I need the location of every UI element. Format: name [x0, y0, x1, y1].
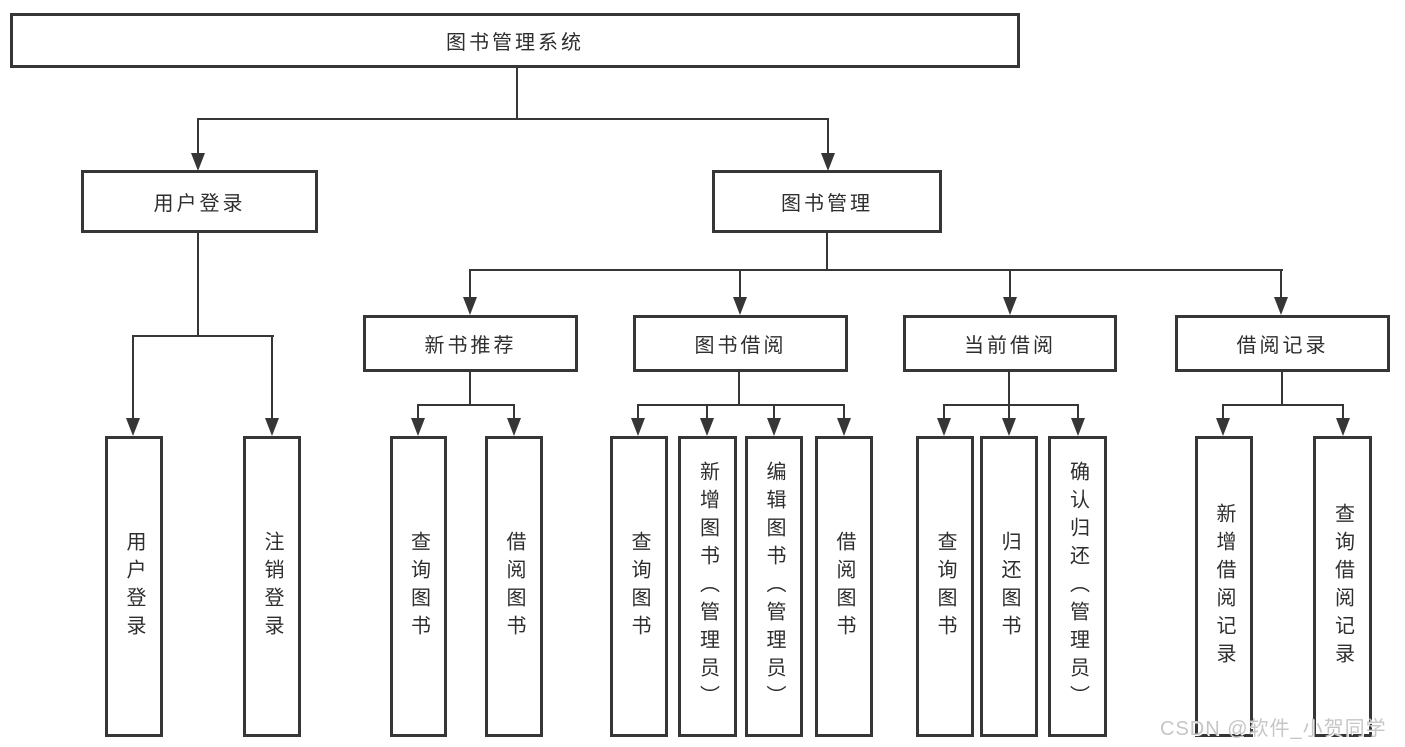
- connector-line: [637, 404, 639, 419]
- leaf-borrow-books-2: 借阅图书: [815, 436, 873, 737]
- connector-line: [1281, 372, 1283, 406]
- arrow-down-icon: [191, 153, 205, 171]
- leaf-borrow-books-2-label: 借阅图书: [833, 530, 855, 643]
- arrow-down-icon: [1003, 297, 1017, 315]
- leaf-return-book: 归还图书: [980, 436, 1038, 737]
- node-book-management-label: 图书管理: [781, 193, 873, 215]
- leaf-add-borrow-record: 新增借阅记录: [1195, 436, 1253, 737]
- connector-line: [469, 269, 471, 298]
- connector-line: [943, 404, 1079, 406]
- node-book-management: 图书管理: [712, 170, 942, 233]
- leaf-query-books-3: 查询图书: [916, 436, 974, 737]
- leaf-borrow-books-1: 借阅图书: [485, 436, 543, 737]
- leaf-return-book-label: 归还图书: [998, 530, 1020, 643]
- node-borrow-records: 借阅记录: [1175, 315, 1390, 372]
- arrow-down-icon: [507, 418, 521, 436]
- connector-line: [469, 372, 471, 406]
- connector-line: [469, 269, 1283, 271]
- connector-line: [706, 404, 708, 419]
- node-current-borrow: 当前借阅: [903, 315, 1117, 372]
- node-root: 图书管理系统: [10, 13, 1020, 68]
- connector-line: [516, 68, 518, 119]
- node-book-borrow: 图书借阅: [633, 315, 848, 372]
- node-borrow-records-label: 借阅记录: [1236, 335, 1329, 357]
- connector-line: [827, 118, 829, 154]
- connector-line: [1008, 404, 1010, 419]
- leaf-edit-book-admin: 编辑图书（管理员）: [745, 436, 803, 737]
- arrow-down-icon: [821, 153, 835, 171]
- leaf-user-login: 用户登录: [105, 436, 163, 737]
- arrow-down-icon: [265, 418, 279, 436]
- connector-line: [1342, 404, 1344, 419]
- leaf-edit-book-admin-label: 编辑图书（管理员）: [763, 460, 785, 713]
- arrow-down-icon: [1274, 297, 1288, 315]
- node-root-label: 图书管理系统: [446, 32, 584, 54]
- connector-line: [1008, 372, 1010, 406]
- connector-line: [197, 118, 829, 120]
- leaf-query-borrow-record: 查询借阅记录: [1313, 436, 1372, 737]
- arrow-down-icon: [126, 418, 140, 436]
- connector-line: [271, 335, 273, 419]
- leaf-query-books-2-label: 查询图书: [628, 530, 650, 643]
- leaf-user-login-label: 用户登录: [123, 530, 145, 643]
- arrow-down-icon: [1071, 418, 1085, 436]
- arrow-down-icon: [767, 418, 781, 436]
- leaf-add-book-admin: 新增图书（管理员）: [678, 436, 737, 737]
- arrow-down-icon: [631, 418, 645, 436]
- connector-line: [1077, 404, 1079, 419]
- node-user-login: 用户登录: [81, 170, 318, 233]
- connector-line: [417, 404, 419, 419]
- leaf-query-books-1: 查询图书: [390, 436, 447, 737]
- leaf-query-borrow-record-label: 查询借阅记录: [1331, 502, 1354, 671]
- connector-line: [513, 404, 515, 419]
- arrow-down-icon: [937, 418, 951, 436]
- arrow-down-icon: [1336, 418, 1350, 436]
- connector-line: [826, 233, 828, 271]
- leaf-add-borrow-record-label: 新增借阅记录: [1213, 502, 1235, 671]
- node-new-book-recommend-label: 新书推荐: [424, 335, 517, 357]
- connector-line: [739, 269, 741, 298]
- connector-line: [1222, 404, 1224, 419]
- leaf-logout-label: 注销登录: [261, 530, 283, 643]
- connector-line: [637, 404, 845, 406]
- connector-line: [843, 404, 845, 419]
- connector-line: [132, 335, 274, 337]
- arrow-down-icon: [700, 418, 714, 436]
- leaf-borrow-books-1-label: 借阅图书: [503, 530, 525, 643]
- node-current-borrow-label: 当前借阅: [964, 335, 1056, 357]
- leaf-query-books-3-label: 查询图书: [934, 530, 956, 643]
- connector-line: [738, 372, 740, 406]
- arrow-down-icon: [411, 418, 425, 436]
- node-new-book-recommend: 新书推荐: [363, 315, 578, 372]
- connector-line: [1280, 269, 1282, 298]
- leaf-query-books-1-label: 查询图书: [407, 530, 430, 643]
- connector-line: [197, 233, 199, 337]
- connector-line: [417, 404, 515, 406]
- connector-line: [132, 335, 134, 419]
- leaf-confirm-return-admin-label: 确认归还（管理员）: [1066, 460, 1089, 713]
- arrow-down-icon: [1002, 418, 1016, 436]
- node-book-borrow-label: 图书借阅: [694, 335, 787, 357]
- arrow-down-icon: [1216, 418, 1230, 436]
- connector-line: [773, 404, 775, 419]
- arrow-down-icon: [733, 297, 747, 315]
- watermark: CSDN @软件_小贺同学: [1160, 718, 1387, 740]
- leaf-confirm-return-admin: 确认归还（管理员）: [1048, 436, 1107, 737]
- arrow-down-icon: [837, 418, 851, 436]
- connector-line: [1009, 269, 1011, 298]
- arrow-down-icon: [463, 297, 477, 315]
- connector-line: [1222, 404, 1344, 406]
- leaf-logout: 注销登录: [243, 436, 301, 737]
- connector-line: [197, 118, 199, 154]
- leaf-query-books-2: 查询图书: [610, 436, 668, 737]
- node-user-login-label: 用户登录: [153, 193, 246, 215]
- connector-line: [943, 404, 945, 419]
- leaf-add-book-admin-label: 新增图书（管理员）: [696, 460, 719, 713]
